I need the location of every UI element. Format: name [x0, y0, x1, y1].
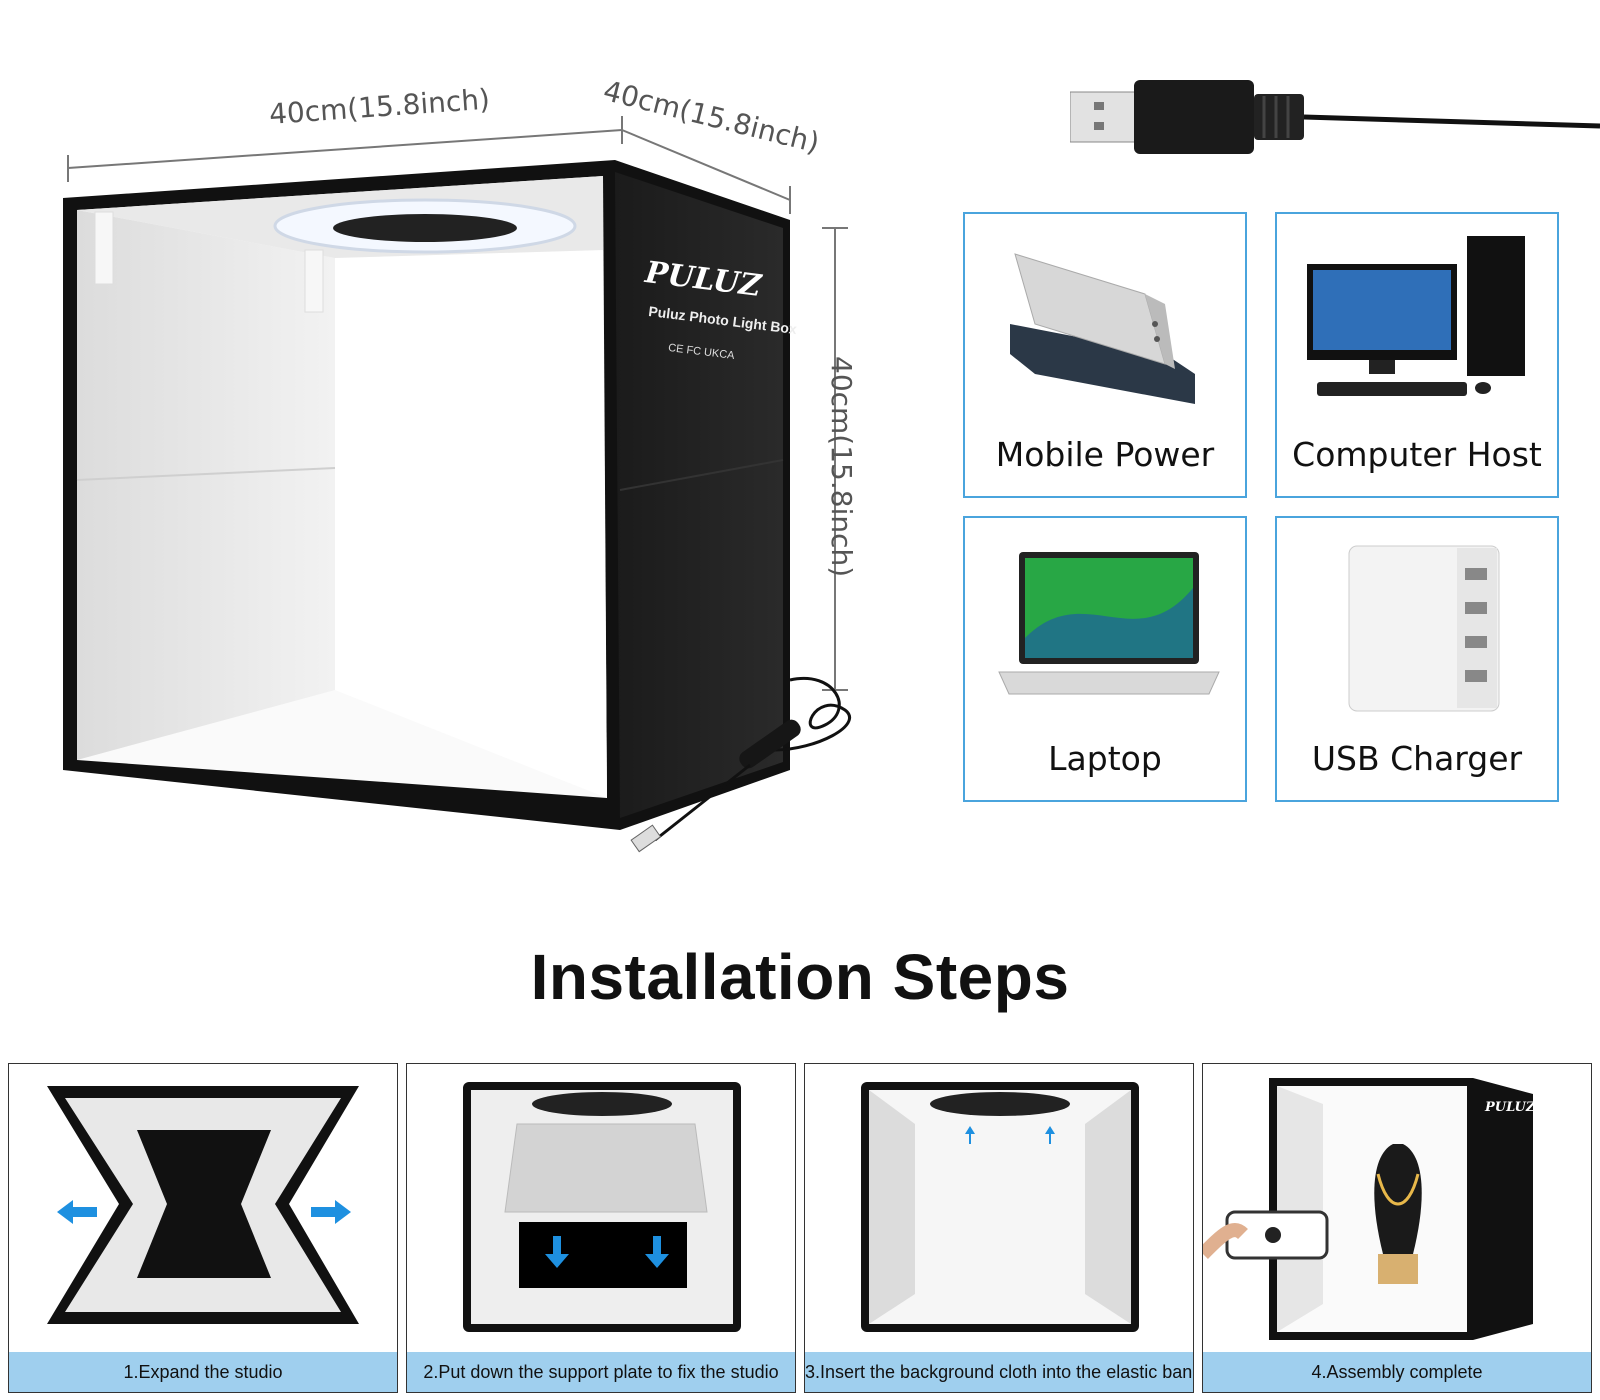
dimension-lines: [67, 116, 848, 691]
power-bank-icon: [1010, 253, 1195, 404]
step-assembly-complete: PULUZ 4.Assembly complete: [1202, 1063, 1592, 1393]
desktop-computer-icon: [1307, 236, 1525, 396]
power-source-card-computer-host: Computer Host: [1275, 212, 1559, 498]
brand-logo-small: PULUZ: [1485, 1100, 1536, 1115]
right-arrow-icon: [311, 1200, 351, 1224]
power-source-label: Laptop: [1048, 739, 1162, 778]
step-caption: 2.Put down the support plate to fix the …: [407, 1352, 795, 1392]
step-caption: 4.Assembly complete: [1203, 1352, 1591, 1392]
background-cloth-illustration: [861, 1082, 1139, 1332]
power-source-card-laptop: Laptop: [963, 516, 1247, 802]
support-plate-illustration: [463, 1082, 741, 1332]
left-arrow-icon: [57, 1200, 97, 1224]
power-source-card-mobile-power: Mobile Power: [963, 212, 1247, 498]
light-box-illustration: [63, 160, 851, 853]
step-support-plate: 2.Put down the support plate to fix the …: [406, 1063, 796, 1393]
installation-title: Installation Steps: [530, 941, 1070, 1013]
usb-charger-icon: [1348, 545, 1500, 712]
power-source-label: USB Charger: [1311, 739, 1523, 778]
assembled-studio-illustration: [1203, 1078, 1533, 1340]
laptop-icon: [998, 552, 1220, 695]
power-source-label: Computer Host: [1292, 435, 1542, 474]
step-caption: 1.Expand the studio: [9, 1352, 397, 1392]
usb-plug-icon: [1070, 80, 1600, 154]
power-source-label: Mobile Power: [995, 435, 1215, 474]
power-source-card-usb-charger: USB Charger: [1275, 516, 1559, 802]
step-expand: 1.Expand the studio: [8, 1063, 398, 1393]
step-caption: 3.Insert the background cloth into the e…: [805, 1352, 1193, 1392]
expand-studio-illustration: [47, 1086, 359, 1324]
step-background-cloth: 3.Insert the background cloth into the e…: [804, 1063, 1194, 1393]
